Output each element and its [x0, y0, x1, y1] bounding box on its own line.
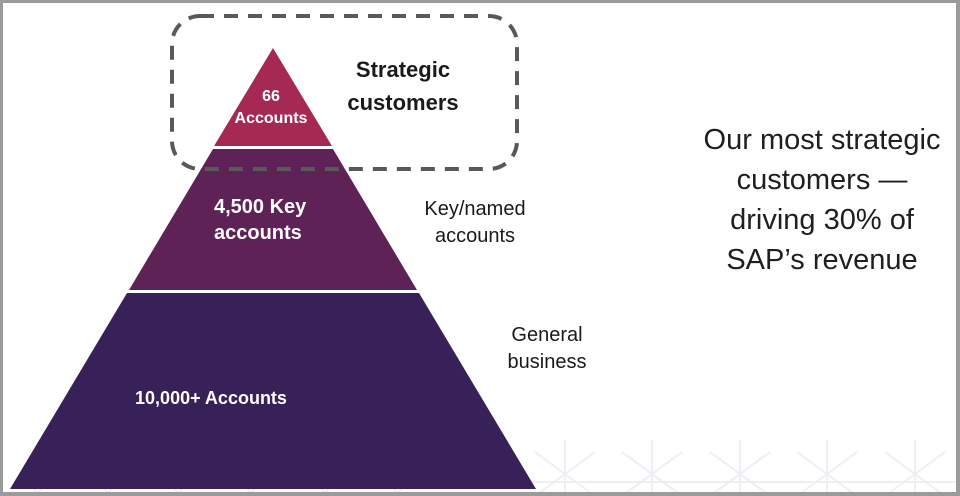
watermark-star: [610, 440, 694, 496]
watermark-star: [785, 440, 869, 496]
pyramid-tier-general: [10, 293, 536, 489]
watermark-star: [523, 440, 607, 496]
key-named-accounts-label: Key/named accounts: [424, 198, 526, 247]
tier-label-strategic: 66 Accounts: [234, 88, 308, 127]
headline-text: Our most strategic customers — driving 3…: [703, 124, 941, 276]
strategic-customers-title: Strategic customers: [347, 57, 459, 115]
watermark-star: [873, 440, 956, 496]
pyramid-tier-key: [129, 149, 417, 290]
watermark-star: [698, 440, 782, 496]
pyramid-tier-strategic: [214, 48, 332, 146]
watermark-stars: [29, 440, 956, 496]
tier-label-key: 4,500 Key accounts: [214, 196, 307, 244]
strategic-highlight-box: [170, 14, 519, 171]
tier-label-general: 10,000+ Accounts: [135, 388, 287, 408]
general-business-label: General business: [507, 324, 587, 373]
